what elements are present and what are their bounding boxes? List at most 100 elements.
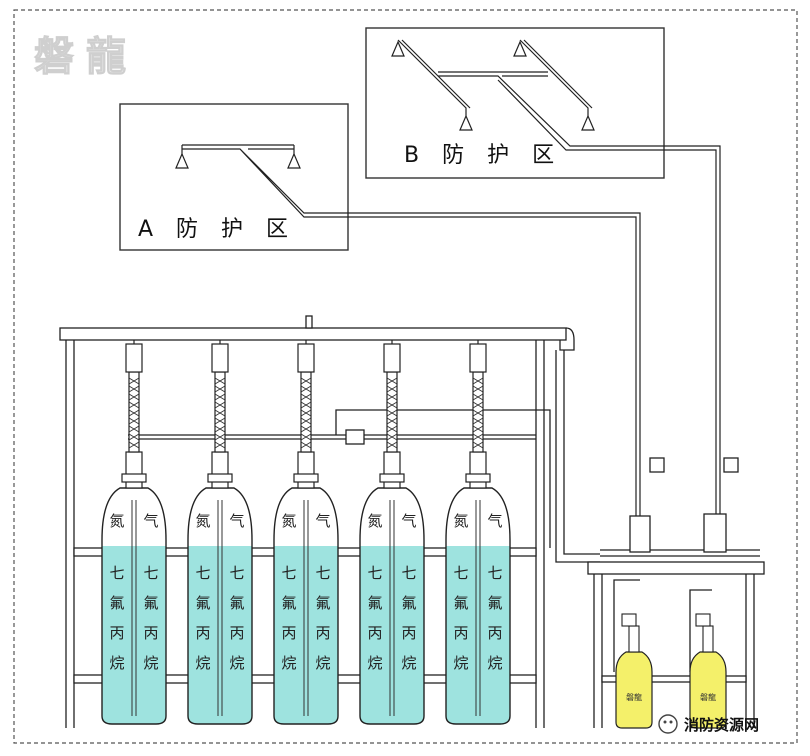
cylinder-lower-label: 丙	[195, 624, 210, 642]
zone-b-label: B 防 护 区	[404, 143, 562, 168]
rack-left-leg	[65, 340, 75, 728]
cylinder-lower-label: 氟	[281, 594, 296, 612]
hose-braid	[300, 433, 312, 441]
zone-b-nozzle-3-icon	[459, 114, 473, 131]
outer-dashed-border	[13, 9, 798, 744]
pilot-cylinder-valve	[628, 625, 640, 653]
hose-braid	[300, 385, 312, 393]
pilot-cylinder-body	[615, 651, 653, 729]
cylinder-lower-label: 丙	[367, 624, 382, 642]
hose-braid	[386, 409, 398, 417]
cylinder-body	[359, 487, 425, 725]
hose-braid	[472, 417, 484, 425]
siphon-tube	[303, 500, 309, 716]
cylinder-upper-label: 氮	[195, 512, 210, 530]
hose-braid	[214, 385, 226, 393]
cylinder-lower-label: 氟	[109, 594, 124, 612]
agent-cylinder-1: 氮气七七氟氟丙丙烷烷	[101, 340, 167, 725]
watermark: 消防资源网	[658, 714, 759, 734]
discharge-hose	[386, 371, 398, 453]
cylinder-lower-label: 七	[453, 564, 468, 582]
manifold-right-elbow	[559, 327, 575, 351]
hose-braid	[128, 417, 140, 425]
cylinder-lower-label: 氟	[367, 594, 382, 612]
hose-braid	[472, 441, 484, 449]
hose-braid	[128, 377, 140, 385]
cylinder-lower-label: 七	[143, 564, 158, 582]
selector-valve-a	[629, 515, 651, 553]
cylinder-valve	[211, 451, 229, 489]
solenoid-a	[649, 457, 665, 473]
cylinder-upper-label: 气	[229, 512, 244, 530]
zone-b-nozzle-2-icon	[513, 40, 527, 57]
cylinder-upper-label: 氮	[281, 512, 296, 530]
hose-braid	[300, 441, 312, 449]
agent-cylinder-2: 氮气七七氟氟丙丙烷烷	[187, 340, 253, 725]
hose-braid	[128, 385, 140, 393]
hose-braid	[300, 401, 312, 409]
cylinder-body	[101, 487, 167, 725]
hose-braid	[472, 393, 484, 401]
cylinder-body	[187, 487, 253, 725]
agent-cylinder-3: 氮气七七氟氟丙丙烷烷	[273, 340, 339, 725]
cylinder-lower-label: 烷	[367, 654, 382, 672]
hose-braid	[214, 401, 226, 409]
cylinder-lower-label: 氟	[487, 594, 502, 612]
cylinder-lower-label: 烷	[453, 654, 468, 672]
hose-braid	[128, 401, 140, 409]
cylinder-lower-label: 氟	[229, 594, 244, 612]
pilot-cylinder-body	[689, 651, 727, 729]
hose-braid	[214, 425, 226, 433]
cylinder-lower-label: 七	[315, 564, 330, 582]
cylinder-upper-label: 气	[143, 512, 158, 530]
cylinder-lower-label: 丙	[315, 624, 330, 642]
hose-braid	[472, 433, 484, 441]
rack-right-leg	[535, 340, 545, 728]
cylinder-lower-label: 丙	[453, 624, 468, 642]
pilot-tubes	[613, 579, 712, 672]
logo-text: 磐龍	[34, 33, 138, 80]
cylinder-lower-label: 七	[367, 564, 382, 582]
hose-braid	[472, 425, 484, 433]
cylinder-lower-label: 七	[487, 564, 502, 582]
cylinder-upper-label: 气	[487, 512, 502, 530]
cylinder-valve	[297, 451, 315, 489]
stand-top	[587, 561, 765, 575]
hose-braid	[214, 417, 226, 425]
siphon-tube	[475, 500, 481, 716]
zone-a: A 防 护 区	[119, 103, 349, 251]
pilot-cylinder-label: 磐龍	[626, 692, 642, 702]
hose-braid	[386, 441, 398, 449]
pilot-line	[128, 409, 551, 548]
manifold-to-stand-pipe	[555, 548, 600, 563]
hose-braid	[472, 409, 484, 417]
zone-a-nozzle-right-icon	[287, 152, 301, 169]
watermark-text: 消防资源网	[684, 716, 759, 734]
pilot-cylinder-valve	[702, 625, 714, 653]
agent-liquid-fill	[188, 546, 252, 724]
solenoid-b	[723, 457, 739, 473]
zone-a-box	[119, 103, 349, 251]
cylinder-upper-label: 氮	[453, 512, 468, 530]
hose-braid	[472, 385, 484, 393]
pilot-cylinder-2: 磐龍	[689, 613, 727, 729]
zone-b-supply-pipe	[664, 145, 721, 518]
cylinder-lower-label: 烷	[487, 654, 502, 672]
cylinder-lower-label: 七	[401, 564, 416, 582]
zone-b: B 防 护 区	[365, 27, 665, 179]
cylinder-lower-label: 丙	[281, 624, 296, 642]
valve-collar	[207, 473, 233, 483]
cylinder-lower-label: 氟	[453, 594, 468, 612]
hose-braid	[386, 377, 398, 385]
siphon-tube	[217, 500, 223, 716]
hose-braid	[128, 441, 140, 449]
check-valve-head	[469, 343, 487, 373]
cylinder-lower-label: 烷	[229, 654, 244, 672]
cylinder-lower-label: 烷	[109, 654, 124, 672]
cylinder-body	[445, 487, 511, 725]
zone-b-nozzle-1-icon	[391, 40, 405, 57]
manifold-down-pipe	[555, 350, 565, 548]
cylinder-lower-label: 氟	[315, 594, 330, 612]
valve-collar	[379, 473, 405, 483]
